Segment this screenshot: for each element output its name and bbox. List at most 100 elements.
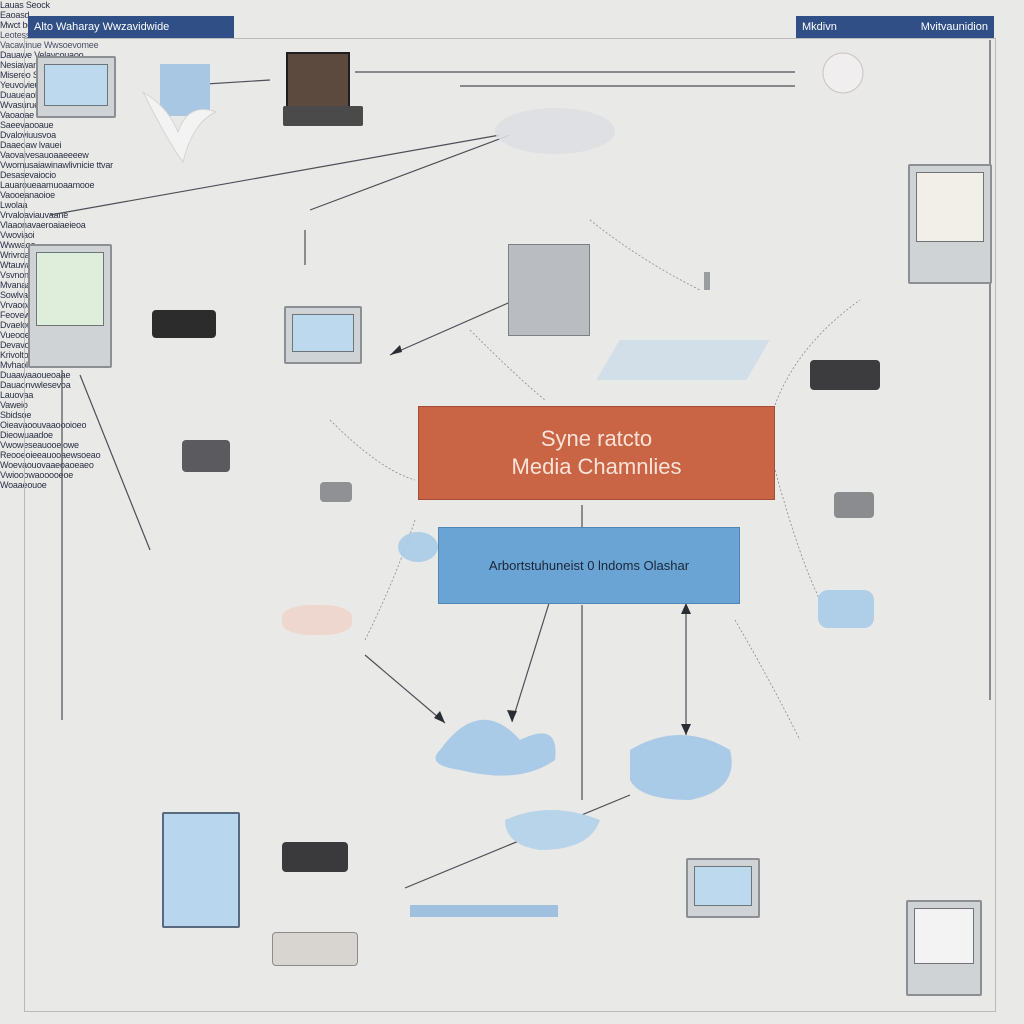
pad-icon — [282, 605, 352, 635]
top-right-banner-right: Mvitvaunidion — [920, 21, 988, 33]
top-right-small-label: Eaoasd — [0, 10, 30, 20]
right-col-label-1: Yeuvovieu — [0, 80, 40, 90]
connector-line — [49, 134, 501, 216]
left-device-label: Vrvaloaviauvaane — [0, 210, 69, 220]
server-label: Vaooeanaoioe — [0, 190, 55, 200]
bottom-center-label-1: Vwoweseauooeiowe — [0, 440, 79, 450]
arrow-head — [681, 603, 691, 614]
right-col-label-9: Vrvaooa — [0, 300, 32, 310]
central-title-box: Syne ratcto Media Chamnlies — [418, 406, 775, 500]
connector-curve — [329, 419, 416, 481]
laptop-base — [283, 106, 363, 126]
server-icon — [508, 244, 590, 336]
cable-icon — [704, 272, 710, 290]
right-col-label-12: Vueooeuee — [0, 330, 44, 340]
router-icon — [282, 842, 348, 872]
cloud-left-label: Krivoltoweonel — [0, 350, 1024, 360]
light-beam — [596, 340, 770, 380]
monitor-icon — [906, 900, 982, 996]
bottom-left-label-1: Duaawaaoueoaae — [0, 370, 71, 380]
connector-line — [309, 134, 511, 211]
right-col-label-2: Duaueaobolauvw — [0, 90, 67, 100]
server-desc-2: Desasevaiocio — [0, 170, 56, 180]
left-mid-1: Vsvnon — [0, 270, 29, 280]
bottom-left-label-5: Oieavaoouvaaoooioeo — [0, 420, 87, 430]
server-desc-3: Lauaroueaamuoaamooe — [0, 180, 95, 190]
monitor-icon — [284, 306, 362, 364]
cloud-icon — [818, 590, 874, 628]
tablet-icon — [162, 812, 240, 928]
bottom-center-bar — [410, 905, 558, 917]
monitor-mid-caption: Vwoviaoi — [0, 230, 35, 240]
tablet-label: Sbidsoe — [0, 410, 32, 420]
bottom-left-label-6: Dieowuaadoe — [0, 430, 53, 440]
cloud-right-label: Mvhaolvvroun — [0, 360, 54, 370]
right-col-label-3: Wvasurueruvoee — [0, 100, 66, 110]
right-col-label-10: Feovewa — [0, 310, 36, 320]
connector-line — [511, 599, 551, 723]
left-mid-2: Mvanaauo — [0, 280, 41, 290]
cloud-top-desc-2: Vacawinue Wwsoevomee — [0, 40, 99, 50]
central-title-line-1: Syne ratcto — [540, 426, 653, 451]
bottom-left-label-3: Lauovaa — [0, 390, 34, 400]
monitor-icon — [28, 244, 112, 368]
left-small-1: Wwwaoo — [0, 240, 36, 250]
monitor-icon — [686, 858, 760, 918]
bottom-left-label-4: Vaweio — [0, 400, 28, 410]
bottom-left-label-2: Dauaonvwlesevoa — [0, 380, 71, 390]
top-left-banner: Alto Waharay Wwzavidwide — [28, 16, 234, 38]
cloud-icon — [495, 108, 615, 154]
connector-curve — [774, 469, 821, 601]
monitor-icon — [908, 164, 992, 284]
connector-curve — [469, 329, 546, 401]
left-desc-1: Dauawe Velavcouaoo — [0, 50, 84, 60]
router-icon — [810, 360, 880, 390]
arrow-head — [681, 724, 691, 735]
printer-icon — [272, 932, 358, 966]
connector-curve — [769, 299, 861, 421]
cloud-icon — [398, 532, 438, 562]
top-right-banner-left: Mkdivn — [802, 21, 837, 33]
connector-curve — [734, 619, 801, 741]
connector-line — [389, 299, 516, 356]
arrow-head — [390, 345, 402, 355]
server-desc-1: Vwomusaiawinawlivnicie ttvar — [0, 160, 113, 170]
router-icon — [182, 440, 230, 472]
laptop-icon — [286, 52, 350, 108]
bird-icon — [141, 90, 218, 164]
bottom-center-label-3: Woevaouovaaeoaoeaeo — [0, 460, 94, 470]
right-col-label-7: Daaeoaw lvauei — [0, 140, 62, 150]
connector-line — [79, 374, 151, 551]
arrow-head — [507, 710, 517, 722]
bottom-right-label-1: Vwiooowaooooeoe — [0, 470, 74, 480]
central-subtitle-box: Arbortstuhuneist 0 lndoms Olashar — [438, 527, 740, 604]
cloud-group — [435, 719, 732, 850]
arrow-head — [434, 711, 445, 723]
right-col-label-13: Devavovao — [0, 340, 44, 350]
right-col-label-6: Dvaloviuusvoa — [0, 130, 56, 140]
left-desc-2: Nesiawan erveve — [0, 60, 67, 70]
bottom-center-label-2: Reooeoieeauooaewsoeao — [0, 450, 101, 460]
modem-icon — [834, 492, 874, 518]
monitor-mid-label: Vlaaonavaeroaiaeieoa — [0, 220, 86, 230]
right-col-label-11: Dvaelouwoun — [0, 320, 53, 330]
top-laptop-label: Lauas Seock — [0, 0, 50, 10]
globe-icon — [822, 52, 864, 94]
left-edge-label: Wtauwaiws — [0, 260, 44, 270]
phone-icon — [320, 482, 352, 502]
camera-icon — [152, 310, 216, 338]
server-small-label: Lwolaa — [0, 200, 28, 210]
diagram-frame — [24, 38, 996, 1012]
connector-curve — [589, 219, 701, 291]
top-right-banner: Mkdivn Mvitvaunidion — [796, 16, 994, 38]
central-subtitle: Arbortstuhuneist 0 lndoms Olashar — [488, 558, 690, 573]
right-col-label-4: Vaoaoae — [0, 110, 34, 120]
monitor-icon — [36, 56, 116, 118]
right-col-label-8: Vaovaivesauoaaeeeew — [0, 150, 89, 160]
central-title-line-2: Media Chamnlies — [511, 454, 682, 479]
bottom-right-label-2: Woaaeouoe — [0, 480, 47, 490]
panel-icon — [160, 64, 210, 116]
right-col-label-5: Saeevaooaue — [0, 120, 54, 130]
connector-line — [364, 654, 446, 724]
